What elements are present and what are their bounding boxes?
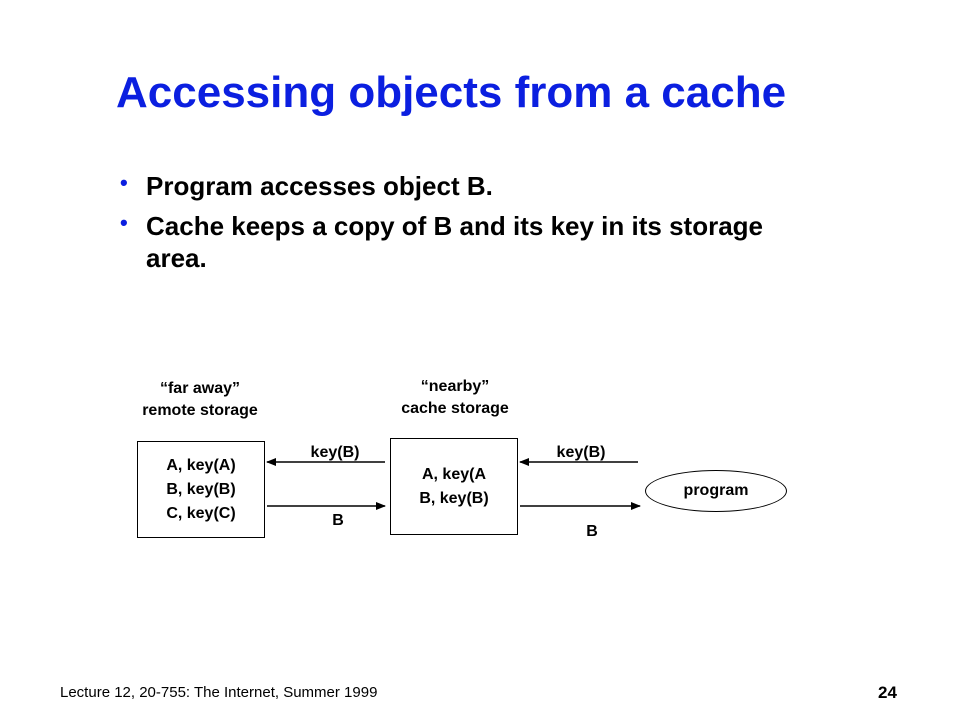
program-label: program [683, 482, 749, 499]
cache-entry: A, key(A [421, 465, 487, 483]
arrow-label-b-to-cache: B [332, 512, 344, 529]
arrow-label-key-to-cache: key(B) [556, 444, 606, 461]
remote-entry: A, key(A) [166, 456, 236, 474]
remote-caption-line1: “far away” [159, 380, 241, 397]
cache-entry: B, key(B) [419, 489, 489, 507]
remote-entry: C, key(C) [166, 504, 236, 522]
footer-text: Lecture 12, 20-755: The Internet, Summer… [60, 684, 378, 701]
cache-caption-line2: cache storage [401, 400, 509, 417]
bullet-text: Program accesses object B. [146, 171, 493, 201]
bullet-item: • Cache keeps a copy of B and its key in… [118, 210, 818, 274]
remote-entry: B, key(B) [166, 480, 236, 498]
bullet-dot-icon: • [120, 170, 128, 195]
cache-caption-line1: “nearby” [420, 378, 490, 395]
cache-storage-box: A, key(A B, key(B) [390, 438, 518, 535]
arrow-label-b-to-program: B [586, 523, 598, 540]
page-number: 24 [878, 683, 897, 702]
remote-storage-box: A, key(A) B, key(B) C, key(C) [137, 441, 265, 538]
arrow-label-key-to-remote: key(B) [310, 444, 360, 461]
slide-title: Accessing objects from a cache [116, 68, 787, 117]
program-ellipse: program [645, 470, 787, 512]
bullet-text: Cache keeps a copy of B and its key in i… [146, 211, 763, 273]
cache-caption: “nearby” cache storage [375, 376, 535, 420]
bullet-list: • Program accesses object B. • Cache kee… [118, 170, 818, 282]
bullet-item: • Program accesses object B. [118, 170, 818, 202]
remote-caption: “far away” remote storage [120, 378, 280, 422]
bullet-dot-icon: • [120, 210, 128, 235]
remote-caption-line2: remote storage [142, 402, 258, 419]
